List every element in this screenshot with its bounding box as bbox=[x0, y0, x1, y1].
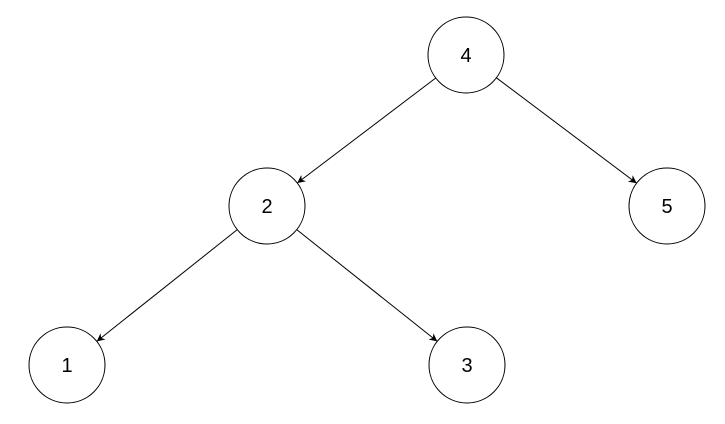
node-label-4: 4 bbox=[460, 45, 471, 67]
node-circle-3 bbox=[428, 326, 506, 404]
node-circle-4 bbox=[427, 16, 505, 94]
node-label-2: 2 bbox=[261, 196, 272, 218]
node-circle-1 bbox=[28, 326, 106, 404]
node-label-1: 1 bbox=[61, 355, 72, 377]
node-circle-2 bbox=[228, 167, 306, 245]
edge-2-to-1 bbox=[96, 229, 238, 342]
tree-node-3: 3 bbox=[428, 326, 506, 404]
edge-4-to-2 bbox=[296, 77, 437, 184]
tree-node-1: 1 bbox=[28, 326, 106, 404]
nodes-group: 4 2 5 1 3 bbox=[28, 16, 706, 404]
edge-4-to-5 bbox=[496, 77, 637, 184]
edge-2-to-3 bbox=[296, 229, 438, 342]
tree-node-4: 4 bbox=[427, 16, 505, 94]
node-circle-5 bbox=[628, 167, 706, 245]
node-label-3: 3 bbox=[461, 355, 472, 377]
tree-node-2: 2 bbox=[228, 167, 306, 245]
tree-node-5: 5 bbox=[628, 167, 706, 245]
node-label-5: 5 bbox=[661, 196, 672, 218]
edges-group bbox=[96, 77, 637, 342]
